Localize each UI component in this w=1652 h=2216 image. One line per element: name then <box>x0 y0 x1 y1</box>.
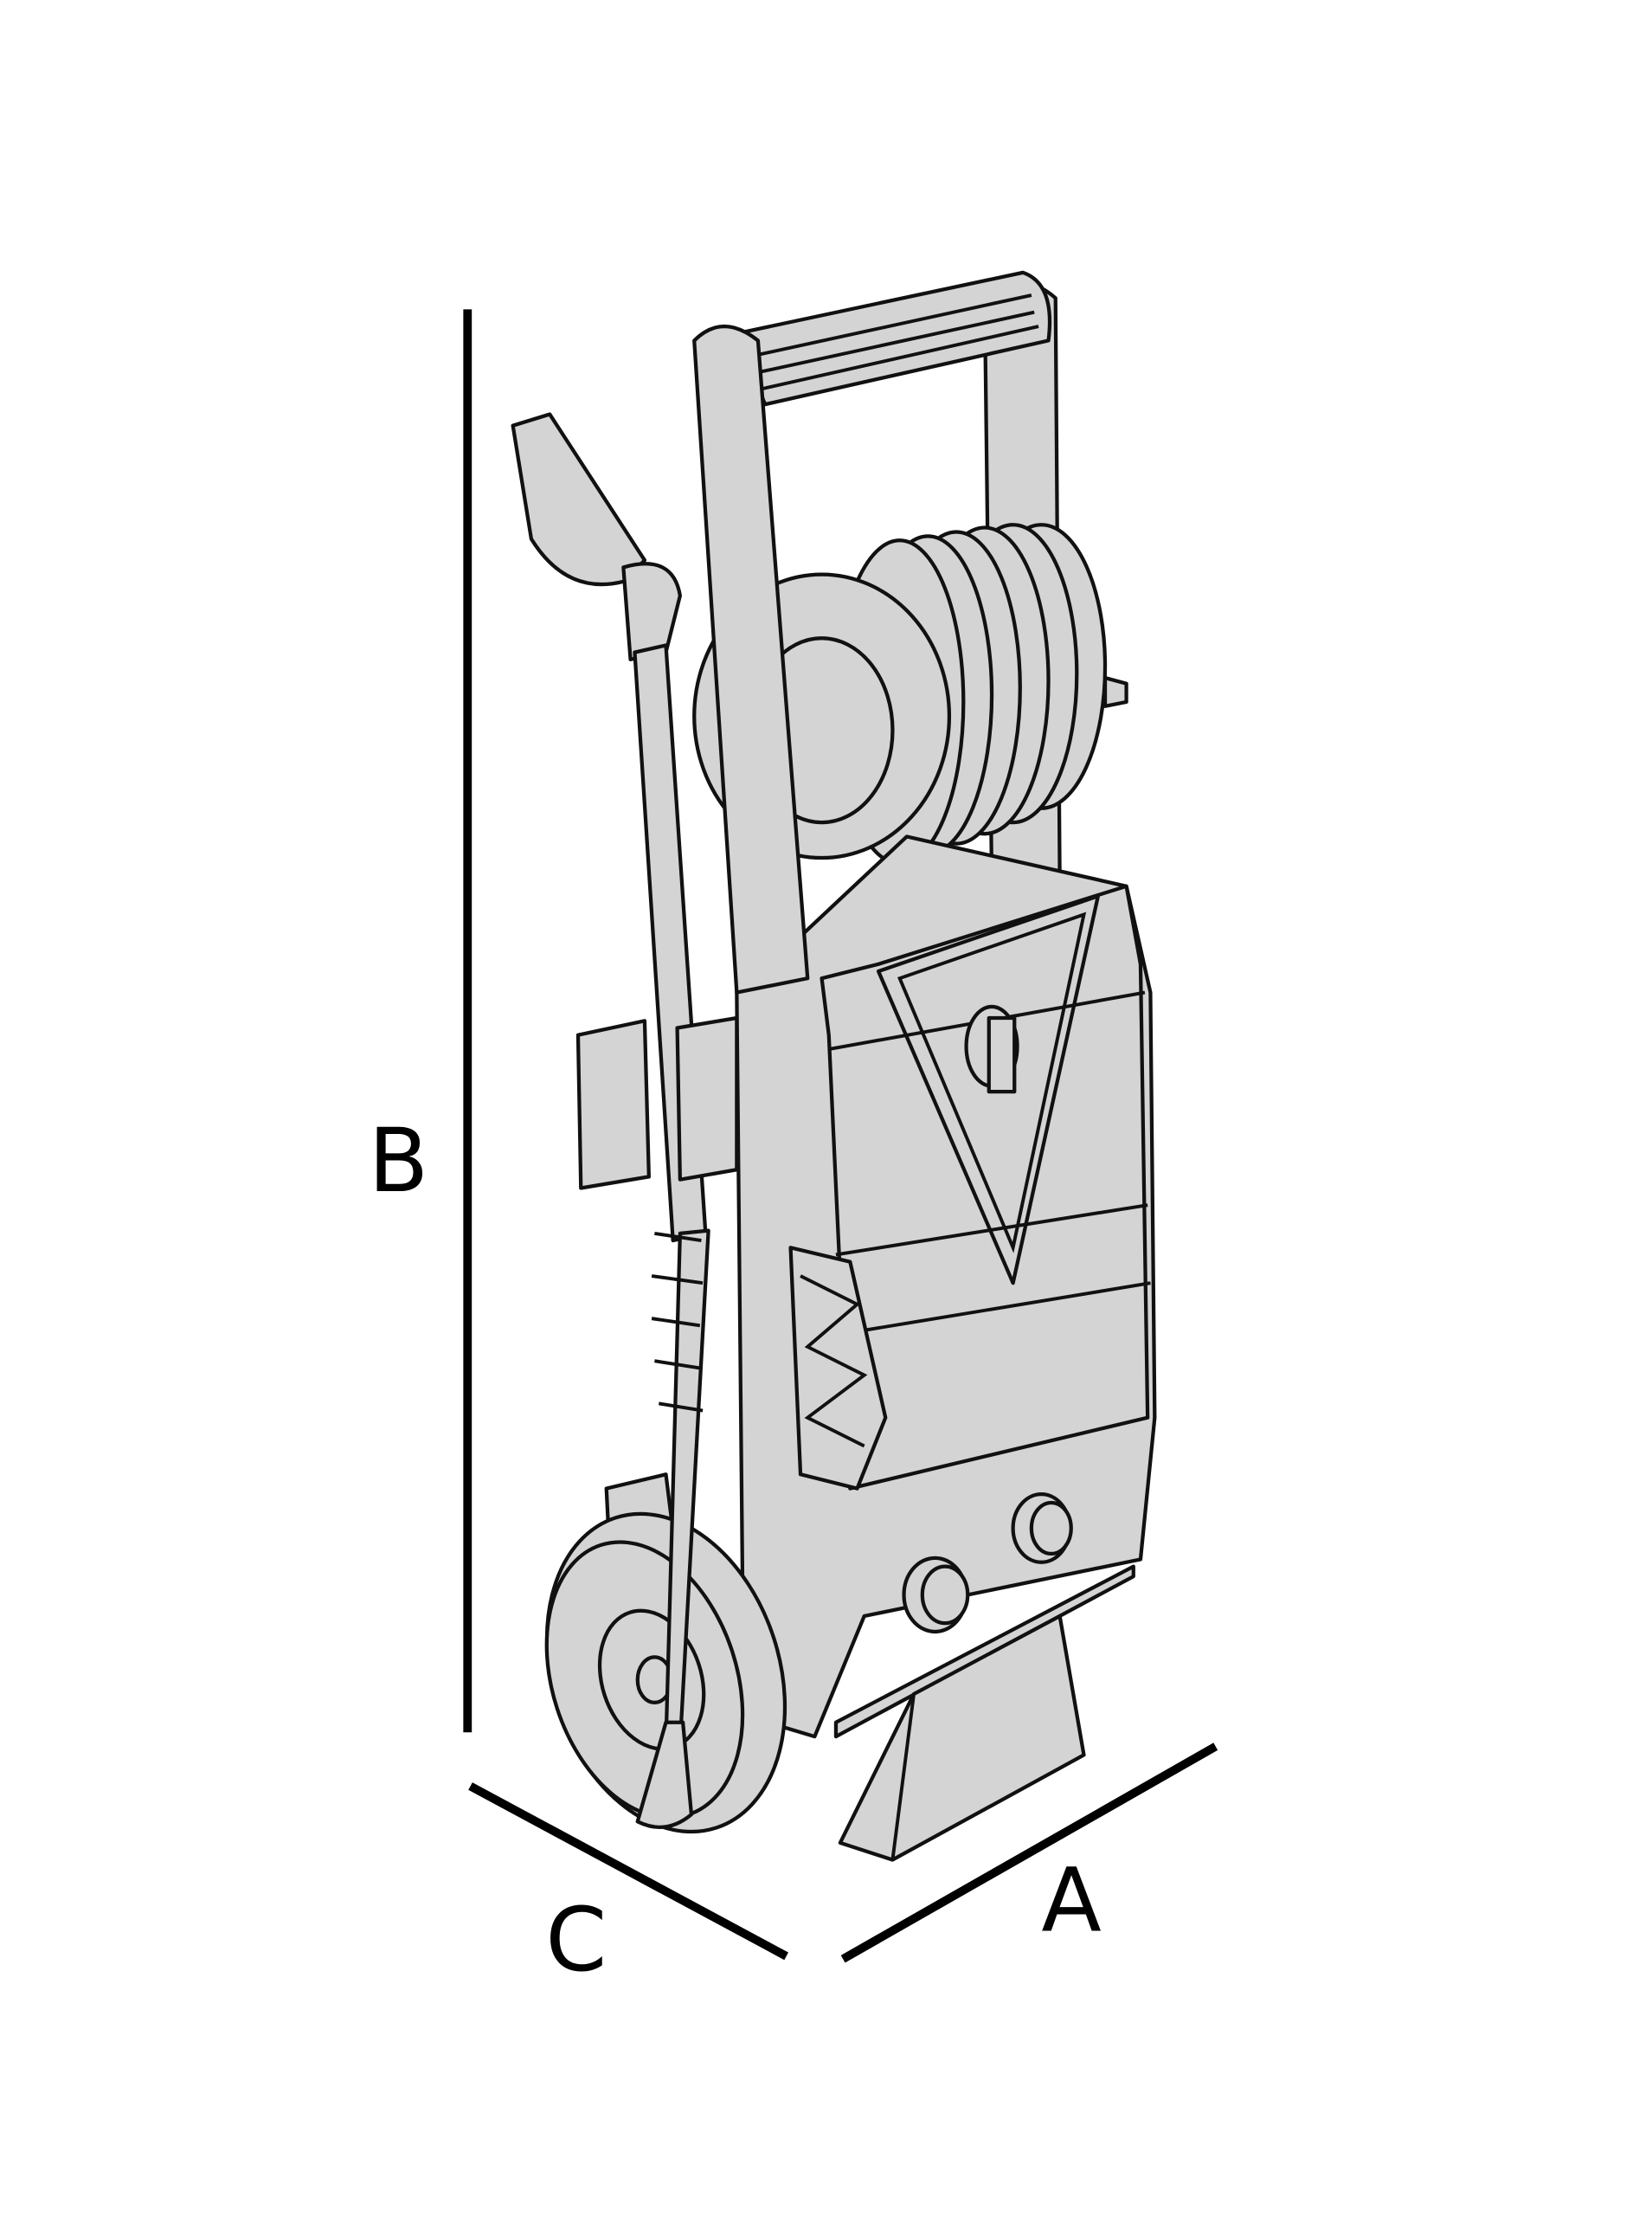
water-connectors <box>902 1492 1073 1634</box>
label-c: C <box>545 1889 607 1991</box>
label-a: A <box>1041 1849 1101 1951</box>
dimension-line-c <box>468 1782 788 1961</box>
machine <box>511 270 1157 1862</box>
wheel <box>544 1511 787 1834</box>
label-b: B <box>369 1110 429 1212</box>
dimension-line-a <box>840 1743 1218 1963</box>
bottom-lip <box>833 1564 1135 1739</box>
front-foot <box>838 1614 1086 1862</box>
side-vent <box>788 1246 888 1491</box>
spray-gun <box>511 412 739 1829</box>
accessory-holder <box>575 1019 651 1190</box>
handle-grip <box>735 270 1052 407</box>
handle-left-upright <box>692 324 810 995</box>
